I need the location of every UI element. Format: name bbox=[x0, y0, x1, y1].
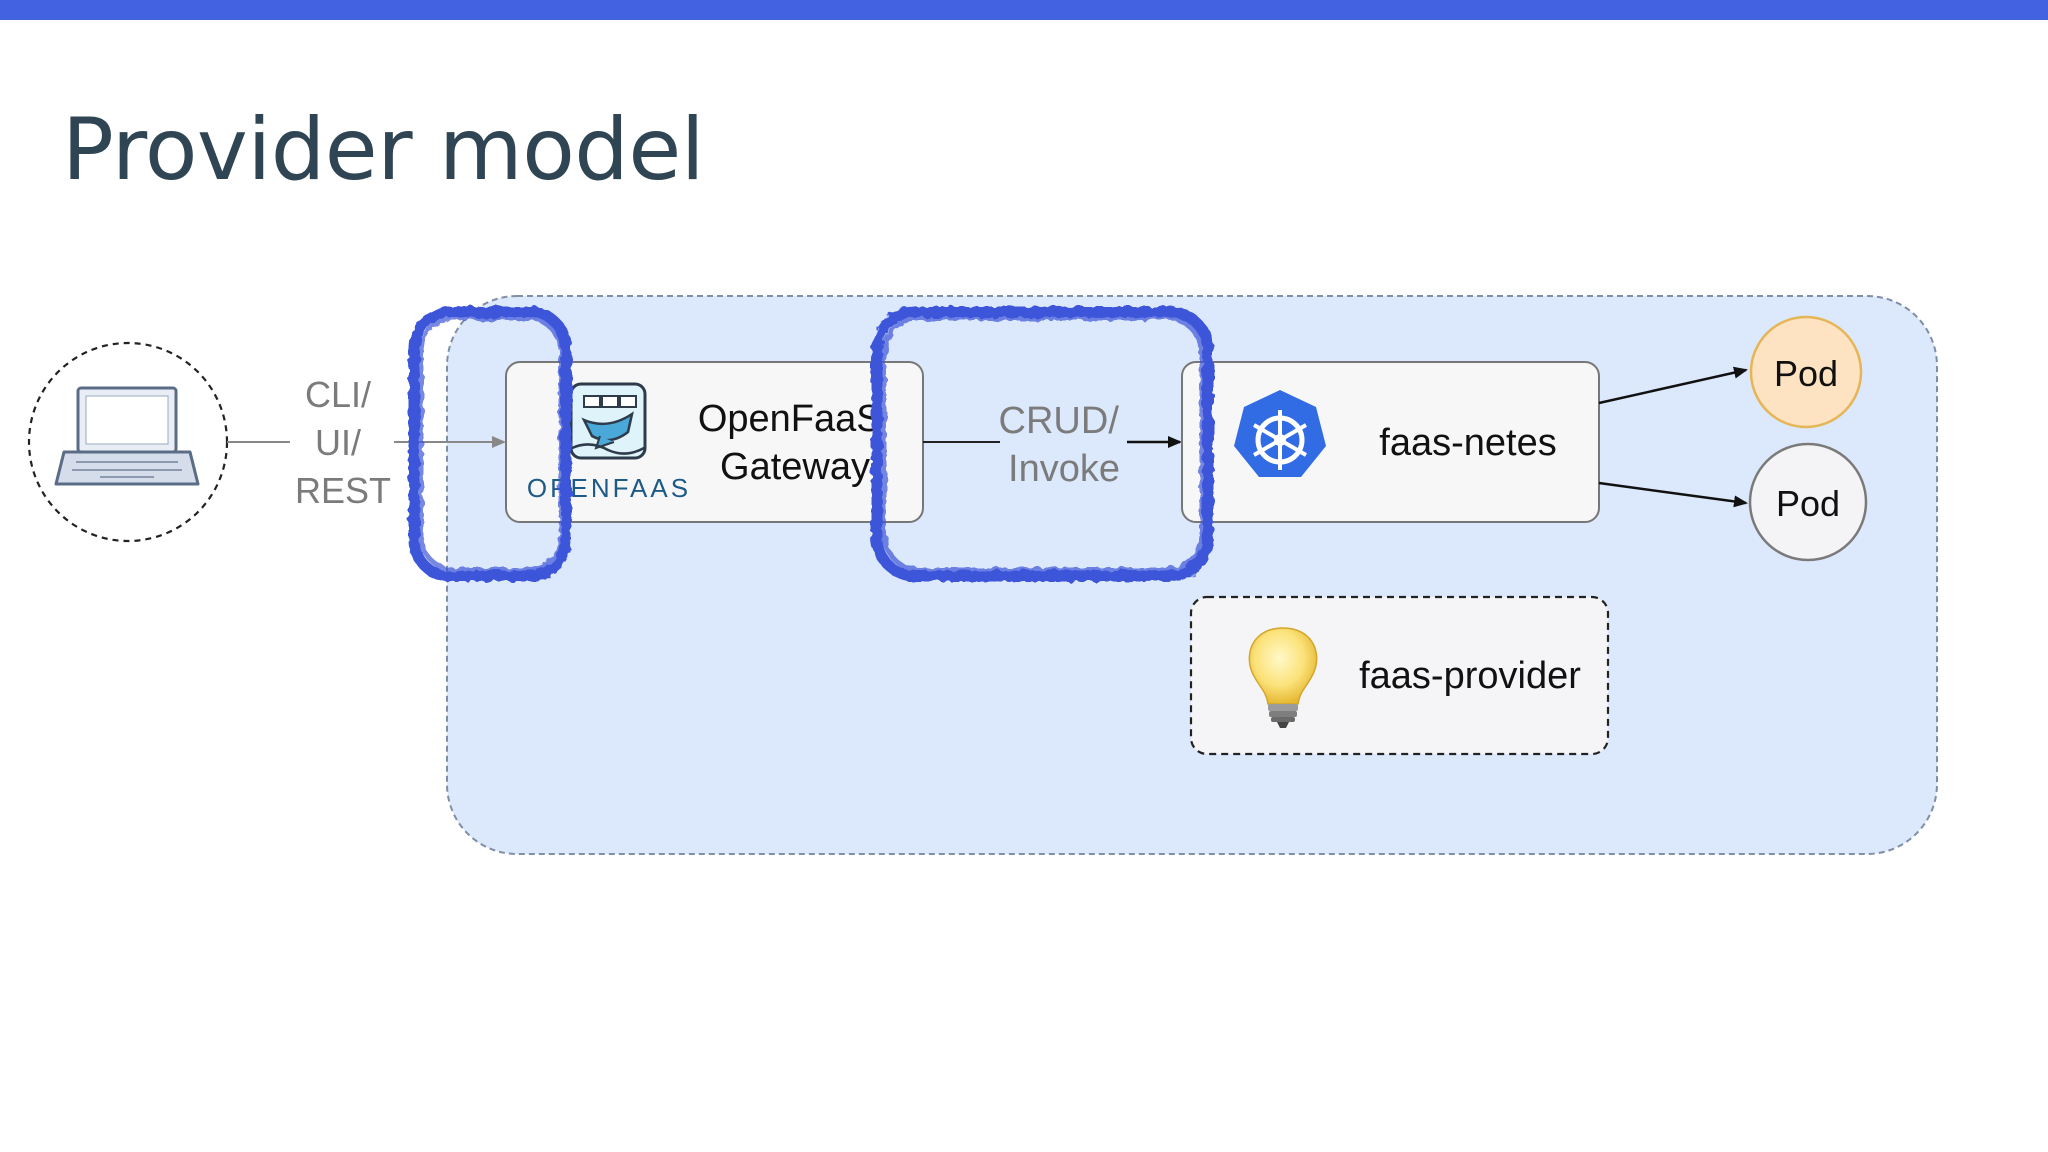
client-link-label: CLI/ UI/ REST bbox=[295, 374, 391, 511]
kubernetes-helm-icon bbox=[1234, 390, 1326, 477]
client-node bbox=[27, 341, 229, 543]
openfaas-logo-icon bbox=[569, 382, 647, 460]
top-accent-bar bbox=[0, 0, 2048, 20]
pod-2: Pod bbox=[1748, 442, 1868, 562]
lightbulb-icon bbox=[1248, 627, 1318, 728]
client-link-label-line-1: CLI/ bbox=[305, 374, 371, 415]
client-link-label-line-2: UI/ bbox=[315, 422, 361, 463]
faas-provider-node: faas-provider bbox=[1189, 595, 1610, 756]
annotation-highlights bbox=[408, 306, 1214, 582]
pod-1: Pod bbox=[1749, 315, 1863, 429]
gateway-link-label: CRUD/ Invoke bbox=[999, 400, 1130, 490]
pod-1-label: Pod bbox=[1774, 353, 1838, 394]
faas-netes-label: faas-netes bbox=[1379, 422, 1556, 464]
annotation-highlight-gateway-link bbox=[871, 306, 1214, 582]
gateway-link-label-line-2: Invoke bbox=[1008, 448, 1120, 490]
gateway-label: OpenFaaS Gateway bbox=[698, 398, 892, 488]
annotation-highlight-client-link bbox=[408, 306, 572, 582]
pod-2-label: Pod bbox=[1776, 483, 1840, 524]
faas-provider-label: faas-provider bbox=[1359, 655, 1581, 697]
faas-netes-node: faas-netes bbox=[1181, 361, 1600, 523]
gateway-label-line-1: OpenFaaS bbox=[698, 398, 882, 440]
gateway-label-line-2: Gateway bbox=[720, 446, 870, 488]
openfaas-logo-text: OPENFAAS bbox=[527, 473, 691, 503]
client-link-label-line-3: REST bbox=[295, 470, 391, 511]
gateway-link-label-line-1: CRUD/ bbox=[999, 400, 1120, 442]
provider-to-pod-1-arrow bbox=[1598, 366, 1748, 405]
laptop-icon bbox=[54, 386, 200, 486]
slide-title: Provider model bbox=[62, 100, 705, 200]
provider-to-pod-2-arrow bbox=[1598, 481, 1748, 508]
